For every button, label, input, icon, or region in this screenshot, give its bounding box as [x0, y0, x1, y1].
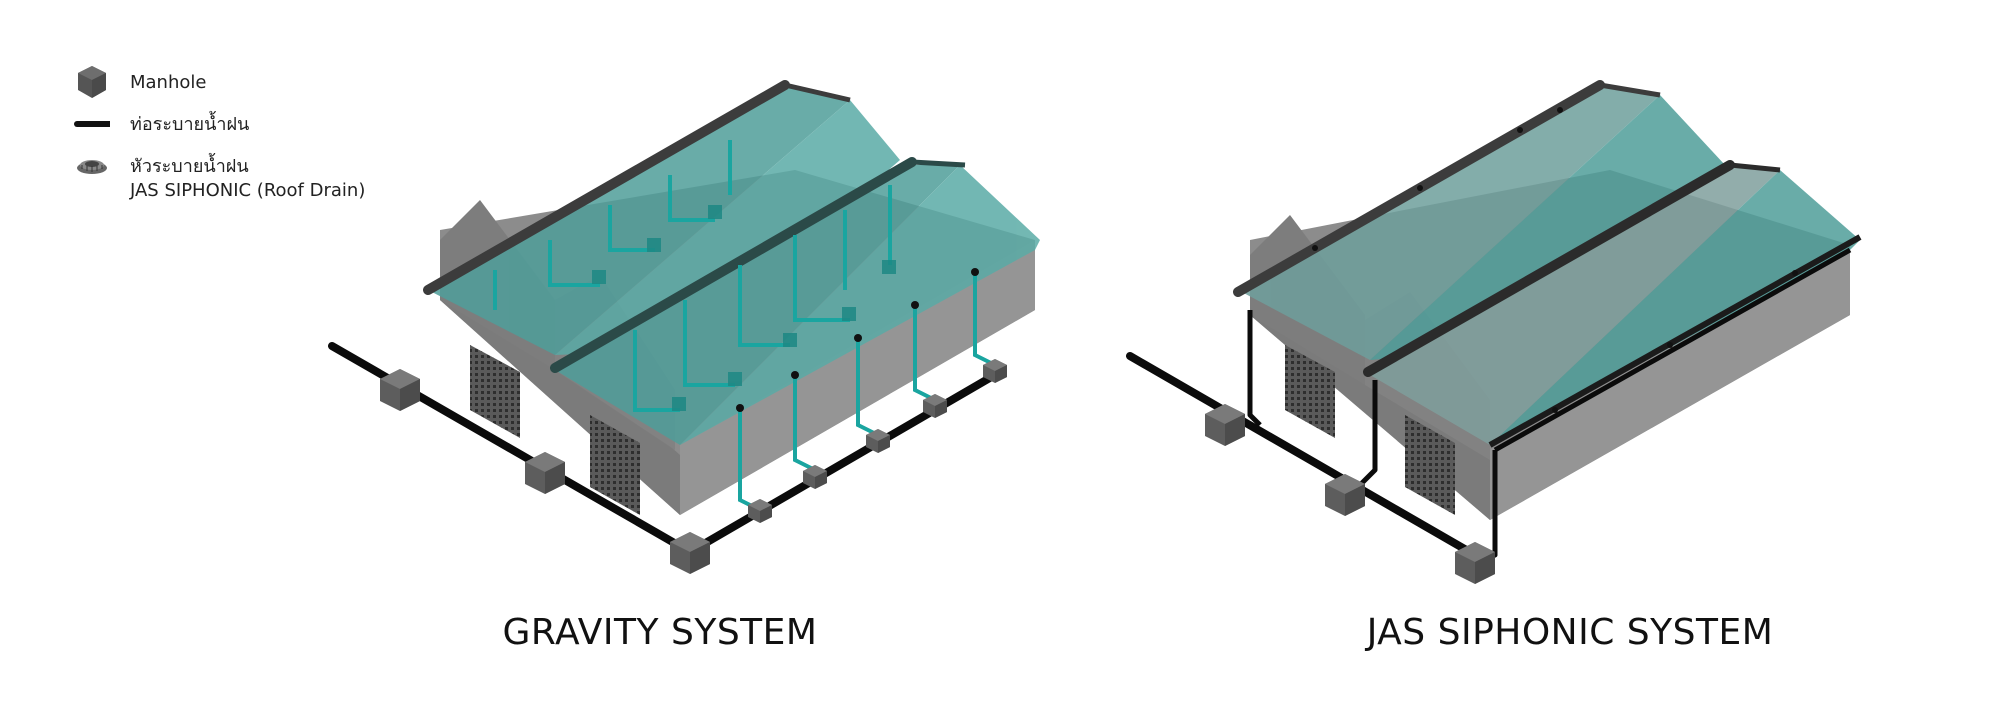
legend-item-pipe: ท่อระบายน้ำฝน: [74, 106, 434, 148]
legend: Manhole ท่อระบายน้ำฝน หัวระบายน้ำฝน JAS …: [74, 64, 434, 201]
pipe-icon: [74, 121, 110, 127]
manhole-icon: [670, 532, 710, 574]
gravity-roof: [428, 85, 1040, 445]
manhole-icon: [1205, 404, 1245, 446]
gravity-roof-junctions: [592, 205, 896, 411]
legend-item-roof-drain: หัวระบายน้ำฝน JAS SIPHONIC (Roof Drain): [74, 148, 434, 201]
manhole-icon: [78, 66, 106, 98]
legend-sublabel-roof-drain: JAS SIPHONIC (Roof Drain): [130, 180, 366, 201]
gravity-caption: GRAVITY SYSTEM: [502, 612, 818, 653]
legend-label-pipe: ท่อระบายน้ำฝน: [130, 114, 250, 135]
siphonic-roof: [1238, 85, 1860, 445]
gravity-diagram: [328, 80, 1040, 574]
legend-label-manhole: Manhole: [130, 72, 207, 93]
siphonic-main-pipe: [1126, 352, 1479, 559]
gravity-gutters: [423, 80, 966, 373]
siphonic-caption: JAS SIPHONIC SYSTEM: [1366, 612, 1774, 653]
manhole-icon: [1325, 474, 1365, 516]
legend-item-manhole: Manhole: [74, 64, 434, 106]
siphonic-roof-drains: [1312, 107, 1798, 413]
gravity-roof-drains: [736, 268, 979, 412]
legend-label-roof-drain: หัวระบายน้ำฝน: [130, 156, 249, 177]
roof-drain-icon: [77, 160, 107, 174]
siphonic-diagram: [1126, 80, 1862, 584]
gravity-downpipes: [493, 140, 996, 512]
